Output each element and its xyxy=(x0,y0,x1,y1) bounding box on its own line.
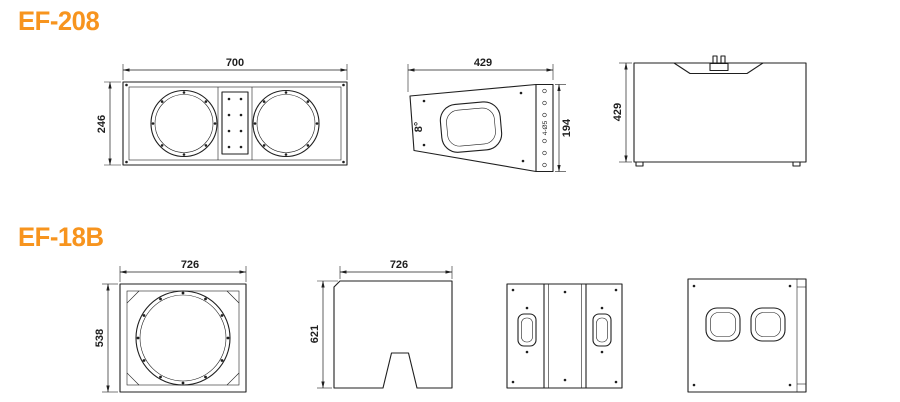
dim-label-side-angle: 8° xyxy=(413,122,425,133)
panel-outline xyxy=(506,283,623,389)
dim-label-ef18b-front-height: 538 xyxy=(94,329,106,347)
ef18b-front-view: 726 538 xyxy=(94,259,247,393)
cabinet-outline xyxy=(122,81,348,166)
ef208-rear-view: 429 xyxy=(612,55,807,167)
ef208-front-view: 700 246 xyxy=(96,57,348,166)
baffle-outline xyxy=(128,86,342,161)
woofer-right xyxy=(252,89,320,158)
ef208-side-view: 429 8° 4-Ø5 xyxy=(407,57,573,173)
dim-label-front-height: 246 xyxy=(96,115,108,133)
dim-ef208-rear-height: 429 xyxy=(612,62,632,163)
dim-label-front-width: 700 xyxy=(226,57,244,69)
sub-baffle-outline xyxy=(126,290,240,386)
dim-label-ef18b-side-width: 726 xyxy=(390,259,408,271)
side-outline xyxy=(409,83,554,173)
ef18b-back-view xyxy=(687,278,807,393)
ef18b-handle-side-view xyxy=(506,283,623,389)
foot-right xyxy=(792,161,801,167)
model-title-ef208: EF-208 xyxy=(18,6,100,36)
dim-ef18b-side-height: 621 xyxy=(309,280,338,389)
center-panel xyxy=(217,87,253,160)
mounting-plate-holes xyxy=(542,88,547,168)
foot-left xyxy=(635,161,644,167)
dim-label-side-width: 429 xyxy=(474,57,492,69)
handle-left xyxy=(517,306,537,354)
dim-ef208-side-width: 429 xyxy=(407,57,554,92)
handle-right xyxy=(592,306,612,354)
woofer-left xyxy=(150,89,218,158)
dim-label-side-height: 194 xyxy=(561,118,573,137)
back-outline xyxy=(687,278,807,393)
handle-cutout-left xyxy=(705,307,741,342)
dim-label-rear-height: 429 xyxy=(612,103,624,121)
model-title-ef18b: EF-18B xyxy=(18,222,104,252)
dim-ef18b-side-width: 726 xyxy=(339,259,453,279)
ef18b-side-view: 726 621 xyxy=(309,259,453,389)
rigging-connector xyxy=(709,55,729,72)
dim-ef208-side-height: 194 xyxy=(555,84,573,172)
hole-callout-label: 4-Ø5 xyxy=(542,120,549,135)
dim-ef18b-front-width: 726 xyxy=(119,259,247,282)
sub-cabinet-outline xyxy=(119,283,247,393)
dim-label-ef18b-side-height: 621 xyxy=(309,325,321,343)
dim-ef208-front-height: 246 xyxy=(96,81,121,166)
sub-woofer xyxy=(135,290,231,386)
dim-ef208-front-width: 700 xyxy=(122,57,348,80)
dim-label-ef18b-front-width: 726 xyxy=(181,259,199,271)
sub-side-outline xyxy=(333,280,453,389)
handle-recess xyxy=(439,101,503,153)
rear-outline xyxy=(633,62,807,163)
rigging-notch xyxy=(673,62,764,75)
handle-cutout-right xyxy=(750,307,786,342)
dim-ef18b-front-height: 538 xyxy=(94,283,118,393)
